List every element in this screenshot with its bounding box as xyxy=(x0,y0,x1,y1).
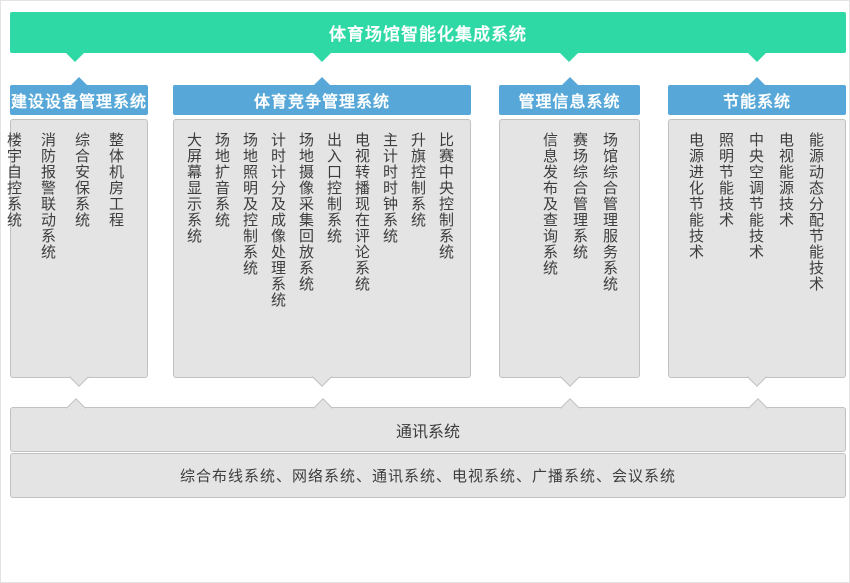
communication-system-title: 通讯系统 xyxy=(395,421,460,441)
system-item-list: 场馆综合管理服务系统赛场综合管理系统信息发布及查询系统 xyxy=(500,120,639,377)
column-title: 管理信息系统 xyxy=(518,92,621,111)
column-sports-competition: 体育竞争管理系统 比赛中央控制系统升旗控制系统主计时时钟系统电视转播现在评论系统… xyxy=(173,77,471,387)
system-item: 消防报警联动系统 xyxy=(39,132,57,260)
system-item: 场馆综合管理服务系统 xyxy=(601,132,619,292)
connector-up-notch xyxy=(66,398,86,418)
system-item: 升旗控制系统 xyxy=(409,132,427,228)
connector-down-notch xyxy=(313,53,331,62)
column-body: 能源动态分配节能技术电视能源技术中央空调节能技术照明节能技术电源进化节能技术 xyxy=(668,119,846,387)
column-body: 场馆综合管理服务系统赛场综合管理系统信息发布及查询系统 xyxy=(499,119,640,387)
connector-up-notch xyxy=(314,77,330,85)
connector-down-notch xyxy=(560,53,578,62)
system-item: 能源动态分配节能技术 xyxy=(807,132,825,292)
column-energy-saving: 节能系统 能源动态分配节能技术电视能源技术中央空调节能技术照明节能技术电源进化节… xyxy=(668,77,846,387)
system-item-list: 整体机房工程综合安保系统消防报警联动系统楼宇自控系统 xyxy=(5,120,147,377)
connector-up-notch xyxy=(313,398,333,418)
column-header: 建设设备管理系统 xyxy=(10,77,148,115)
column-title: 体育竞争管理系统 xyxy=(253,92,390,111)
column-title: 节能系统 xyxy=(722,92,791,111)
system-item: 大屏幕显示系统 xyxy=(185,132,203,244)
communication-system-bar: 通讯系统 xyxy=(10,398,846,452)
system-item: 中央空调节能技术 xyxy=(747,132,765,260)
system-item: 楼宇自控系统 xyxy=(5,132,23,228)
connector-down-notch xyxy=(66,53,84,62)
system-item: 电源进化节能技术 xyxy=(687,132,705,260)
system-item: 场地摄像采集回放系统 xyxy=(297,132,315,292)
connector-up-notch xyxy=(71,77,87,85)
system-item: 信息发布及查询系统 xyxy=(541,132,559,276)
connector-down-notch xyxy=(748,53,766,62)
root-system-bar: 体育场馆智能化集成系统 xyxy=(10,12,846,62)
column-header: 管理信息系统 xyxy=(499,77,640,115)
connector-up-notch xyxy=(560,398,580,418)
system-item: 电视转播现在评论系统 xyxy=(353,132,371,292)
system-item: 综合安保系统 xyxy=(73,132,91,228)
column-management-info: 管理信息系统 场馆综合管理服务系统赛场综合管理系统信息发布及查询系统 xyxy=(499,77,640,387)
system-item: 场地扩音系统 xyxy=(213,132,231,228)
column-body: 比赛中央控制系统升旗控制系统主计时时钟系统电视转播现在评论系统出入口控制系统场地… xyxy=(173,119,471,387)
root-system-title: 体育场馆智能化集成系统 xyxy=(329,25,527,45)
subsystems-bar: 综合布线系统、网络系统、通讯系统、电视系统、广播系统、会议系统 xyxy=(10,453,846,498)
column-building-equipment: 建设设备管理系统 整体机房工程综合安保系统消防报警联动系统楼宇自控系统 xyxy=(5,77,148,387)
column-header: 体育竞争管理系统 xyxy=(173,77,471,115)
connector-up-notch xyxy=(749,77,765,85)
system-item: 场地照明及控制系统 xyxy=(241,132,259,276)
column-body: 整体机房工程综合安保系统消防报警联动系统楼宇自控系统 xyxy=(5,119,148,387)
connector-up-notch xyxy=(748,398,768,418)
column-title: 建设设备管理系统 xyxy=(10,92,147,111)
column-header: 节能系统 xyxy=(668,77,846,115)
system-item: 比赛中央控制系统 xyxy=(437,132,455,260)
system-item: 出入口控制系统 xyxy=(325,132,343,244)
system-item: 计时计分及成像处理系统 xyxy=(269,132,287,308)
system-item: 整体机房工程 xyxy=(107,132,125,228)
connector-up-notch xyxy=(561,77,578,85)
system-item: 主计时时钟系统 xyxy=(381,132,399,244)
system-item: 赛场综合管理系统 xyxy=(571,132,589,260)
subsystems-list: 综合布线系统、网络系统、通讯系统、电视系统、广播系统、会议系统 xyxy=(179,467,676,485)
system-item: 照明节能技术 xyxy=(717,132,735,228)
system-item: 电视能源技术 xyxy=(777,132,795,228)
system-item-list: 能源动态分配节能技术电视能源技术中央空调节能技术照明节能技术电源进化节能技术 xyxy=(669,120,845,377)
system-item-list: 比赛中央控制系统升旗控制系统主计时时钟系统电视转播现在评论系统出入口控制系统场地… xyxy=(174,120,470,377)
